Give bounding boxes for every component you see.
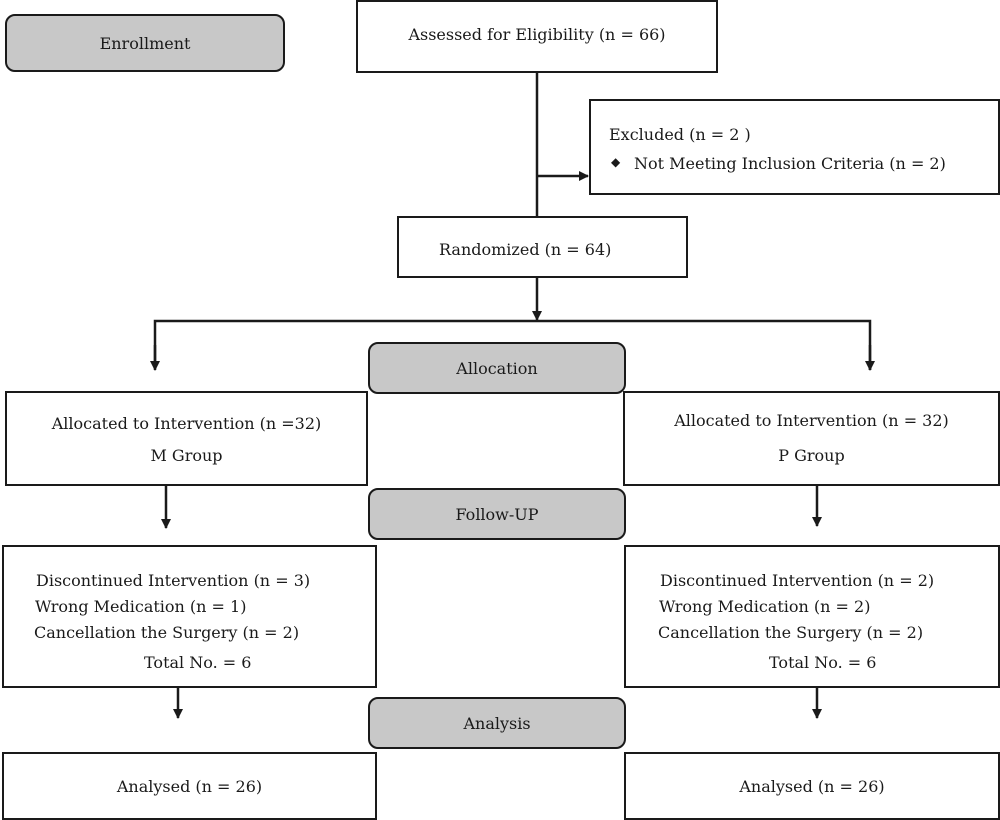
stage-follow-up-label: Follow-UP xyxy=(455,504,539,524)
left-wrong-medication-text: Wrong Medication (n = 1) xyxy=(35,597,247,616)
diamond-bullet-icon: ◆ xyxy=(611,155,621,169)
stage-analysis-label: Analysis xyxy=(463,713,531,733)
right-analysed-box: Analysed (n = 26) xyxy=(624,752,1000,820)
right-wrong-medication-text: Wrong Medication (n = 2) xyxy=(659,597,871,616)
right-total-text: Total No. = 6 xyxy=(769,653,877,672)
right-follow-up-box: Discontinued Intervention (n = 2) Wrong … xyxy=(624,545,1000,688)
left-allocated-text: Allocated to Intervention (n =32) xyxy=(51,414,322,433)
stage-allocation: Allocation xyxy=(368,342,626,394)
randomized-text: Randomized (n = 64) xyxy=(439,240,612,259)
left-follow-up-box: Discontinued Intervention (n = 3) Wrong … xyxy=(2,545,377,688)
excluded-box: Excluded (n = 2 ) ◆ Not Meeting Inclusio… xyxy=(589,99,1000,195)
left-cancellation-text: Cancellation the Surgery (n = 2) xyxy=(34,623,300,642)
randomized-box: Randomized (n = 64) xyxy=(397,216,688,278)
right-group-text: P Group xyxy=(778,446,845,465)
excluded-item: Not Meeting Inclusion Criteria (n = 2) xyxy=(634,154,946,173)
right-discontinued-text: Discontinued Intervention (n = 2) xyxy=(660,571,935,590)
left-allocation-box: Allocated to Intervention (n =32) M Grou… xyxy=(5,391,368,486)
left-analysed-text: Analysed (n = 26) xyxy=(116,777,263,796)
right-cancellation-text: Cancellation the Surgery (n = 2) xyxy=(658,623,924,642)
stage-allocation-label: Allocation xyxy=(456,358,538,378)
right-allocation-box: Allocated to Intervention (n = 32) P Gro… xyxy=(623,391,1000,486)
right-analysed-text: Analysed (n = 26) xyxy=(739,777,885,796)
stage-analysis: Analysis xyxy=(368,697,626,749)
stage-follow-up: Follow-UP xyxy=(368,488,626,540)
assessed-text: Assessed for Eligibility (n = 66) xyxy=(408,25,666,44)
assessed-box: Assessed for Eligibility (n = 66) xyxy=(356,0,718,73)
left-analysed-box: Analysed (n = 26) xyxy=(2,752,377,820)
stage-enrollment-label: Enrollment xyxy=(99,33,191,53)
left-total-text: Total No. = 6 xyxy=(144,653,252,672)
left-discontinued-text: Discontinued Intervention (n = 3) xyxy=(36,571,311,590)
stage-enrollment: Enrollment xyxy=(5,14,285,72)
right-allocated-text: Allocated to Intervention (n = 32) xyxy=(674,411,949,430)
excluded-title: Excluded (n = 2 ) xyxy=(609,125,751,144)
left-group-text: M Group xyxy=(150,446,223,465)
